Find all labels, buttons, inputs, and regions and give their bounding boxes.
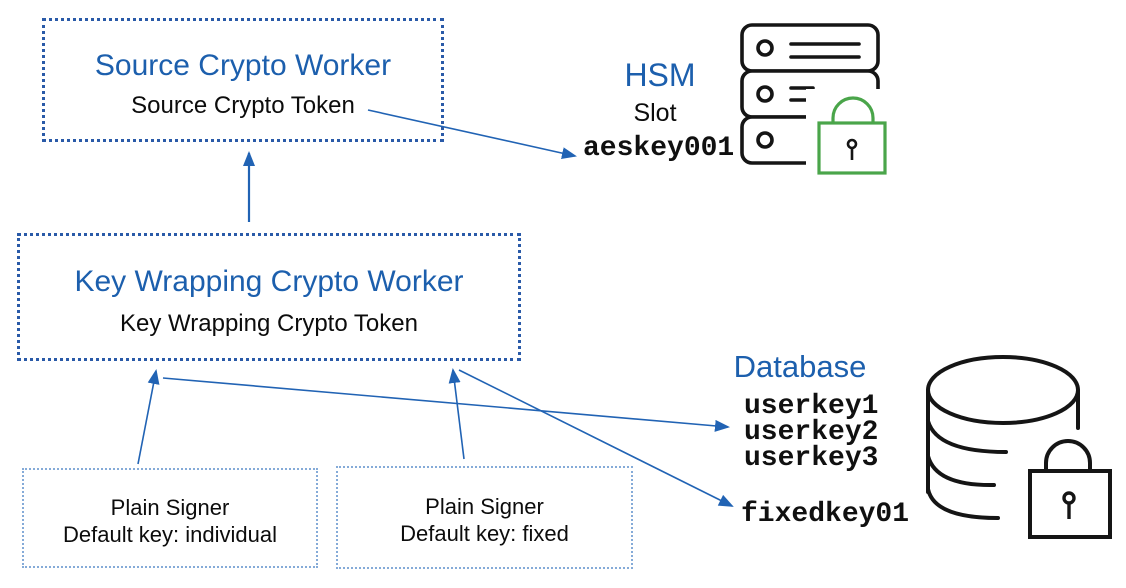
arrow-keywrapping-to-fixedkey bbox=[458, 369, 734, 507]
database-user-keys: userkey1 userkey2 userkey3 bbox=[744, 391, 879, 474]
arrow-sourcetoken-to-aeskey bbox=[367, 109, 577, 160]
database-user-key-3: userkey3 bbox=[744, 443, 879, 474]
plain-signer-fixed-title: Plain Signer bbox=[425, 494, 544, 519]
source-crypto-token-label: Source Crypto Token bbox=[131, 92, 355, 119]
arrow-keywrapping-to-userkeys bbox=[162, 377, 730, 432]
database-title: Database bbox=[733, 349, 867, 384]
plain-signer-fixed-default-key: Default key: fixed bbox=[400, 521, 569, 546]
plain-signer-fixed-box: Plain Signer Default key: fixed bbox=[336, 466, 633, 569]
hsm-slot-label: Slot bbox=[633, 99, 677, 127]
hsm-key-name: aeskey001 bbox=[583, 133, 735, 164]
database-user-key-1: userkey1 bbox=[744, 391, 879, 422]
arrow-signer-individual-to-keywrapping bbox=[137, 369, 160, 465]
database-fixed-key: fixedkey01 bbox=[741, 499, 910, 530]
arrow-signer-fixed-to-keywrapping bbox=[448, 368, 465, 460]
green-padlock-icon bbox=[806, 89, 898, 181]
black-padlock-icon bbox=[1018, 430, 1122, 546]
hsm-title: HSM bbox=[624, 57, 696, 93]
key-wrapping-crypto-token-label: Key Wrapping Crypto Token bbox=[120, 310, 418, 337]
database-user-key-2: userkey2 bbox=[744, 417, 879, 448]
key-wrapping-crypto-worker-title: Key Wrapping Crypto Worker bbox=[74, 265, 464, 298]
key-wrapping-crypto-worker-box: Key Wrapping Crypto Worker Key Wrapping … bbox=[17, 233, 521, 361]
plain-signer-individual-default-key: Default key: individual bbox=[62, 522, 277, 547]
source-crypto-worker-box: Source Crypto Worker Source Crypto Token bbox=[42, 18, 444, 142]
plain-signer-individual-title: Plain Signer bbox=[110, 495, 230, 520]
database-cylinder-icon bbox=[926, 355, 1080, 520]
plain-signer-individual-box: Plain Signer Default key: individual bbox=[22, 468, 318, 568]
source-crypto-worker-title: Source Crypto Worker bbox=[94, 49, 392, 82]
